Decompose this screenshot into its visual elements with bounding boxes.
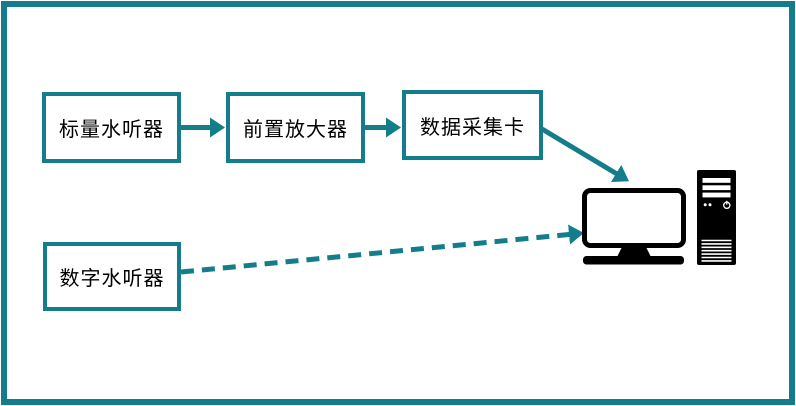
node-preamplifier: 前置放大器 (226, 92, 365, 163)
tower-led-dot (708, 203, 712, 207)
computer-tower-icon (697, 170, 736, 265)
node-preamplifier-label: 前置放大器 (243, 119, 348, 141)
node-scalar-hydrophone-label: 标量水听器 (59, 119, 164, 141)
power-icon (723, 200, 731, 210)
monitor-stand-neck (617, 247, 651, 257)
tower-drive-bay (702, 192, 731, 198)
node-digital-hydrophone-label: 数字水听器 (59, 268, 165, 290)
monitor-stand-base (583, 256, 684, 265)
tower-led-dot (703, 203, 707, 207)
monitor-screen (582, 188, 686, 248)
monitor-icon (582, 188, 686, 265)
node-digital-hydrophone: 数字水听器 (43, 242, 181, 311)
node-daq-card: 数据采集卡 (402, 90, 543, 160)
node-scalar-hydrophone: 标量水听器 (42, 92, 181, 163)
tower-drive-bay (702, 185, 731, 191)
arrow-daq-to-computer (540, 126, 630, 183)
tower-drive-bay (702, 178, 731, 183)
tower-vents (701, 239, 732, 262)
arrow-digital-to-computer (180, 224, 584, 275)
desktop-computer-icon (582, 170, 736, 265)
node-daq-card-label: 数据采集卡 (420, 116, 525, 139)
